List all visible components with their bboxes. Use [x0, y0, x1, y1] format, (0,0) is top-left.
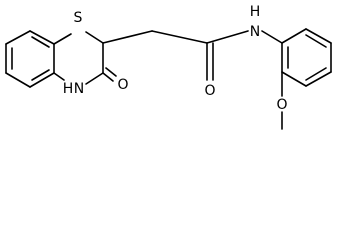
lactam-oxygen-atom-label: O: [117, 77, 128, 93]
bond: [29, 72, 55, 88]
bond: [31, 69, 50, 81]
bond: [102, 30, 153, 44]
bond: [31, 36, 50, 48]
bond: [5, 72, 31, 88]
bond: [261, 30, 283, 44]
bond: [305, 28, 332, 44]
bond: [105, 67, 117, 77]
bond: [206, 30, 249, 44]
molecule-drawing: S N H O N H O O: [5, 4, 332, 130]
bond-layer: [5, 28, 332, 130]
amide-hydrogen-atom-label: H: [250, 4, 261, 20]
chemical-structure-diagram: S N H O N H O O: [5, 4, 332, 130]
bond: [281, 71, 307, 87]
ring-hydrogen-atom-label: H: [63, 81, 74, 97]
bond: [85, 72, 104, 85]
amide-oxygen-atom-label: O: [204, 83, 215, 99]
bond: [151, 30, 208, 44]
amide-nitrogen-atom-label: N: [250, 24, 260, 40]
bond: [305, 67, 327, 81]
bond: [5, 30, 31, 45]
ring-nitrogen-atom-label: N: [74, 81, 84, 97]
bond: [102, 72, 114, 82]
methoxy-oxygen-atom-label: O: [276, 97, 287, 113]
bond: [53, 33, 72, 45]
atom-label-layer: S N H O N H O O: [63, 4, 288, 113]
bond: [29, 30, 55, 45]
bond: [281, 28, 307, 44]
sulfur-atom-label: S: [74, 10, 83, 26]
bond: [53, 72, 65, 81]
bond: [85, 31, 104, 44]
bond: [305, 34, 327, 48]
bond: [305, 71, 332, 87]
